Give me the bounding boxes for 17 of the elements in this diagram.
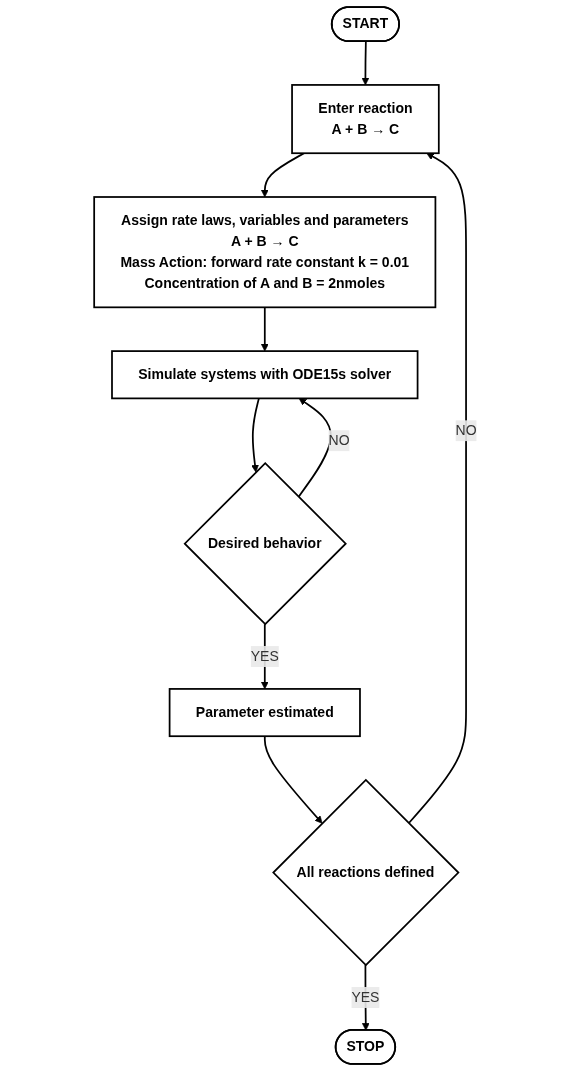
arrow — [361, 40, 370, 86]
arrow — [407, 152, 468, 825]
arrow — [264, 735, 323, 824]
node-box: Assign rate laws, variables and parameters A + B → C Mass Action: forward rate constant k = 0.01 Concentration of A and B = 2nmoles — [93, 196, 437, 309]
edge-label: NO — [328, 432, 350, 448]
node-box: Parameter estimated — [168, 688, 361, 738]
node-box: Enter reaction A + B → C — [291, 84, 440, 155]
arrow — [261, 306, 269, 352]
arrow — [297, 398, 332, 498]
arrow — [251, 397, 260, 473]
edge-label: NO — [455, 422, 477, 438]
node-diamond: Desired behavior — [183, 461, 348, 626]
edge-label: YES — [351, 989, 380, 1005]
node-box: Simulate systems with ODE15s solver — [111, 350, 419, 400]
edge-label: YES — [250, 648, 279, 664]
node-diamond: All reactions defined — [272, 778, 460, 967]
arrow — [261, 152, 306, 198]
